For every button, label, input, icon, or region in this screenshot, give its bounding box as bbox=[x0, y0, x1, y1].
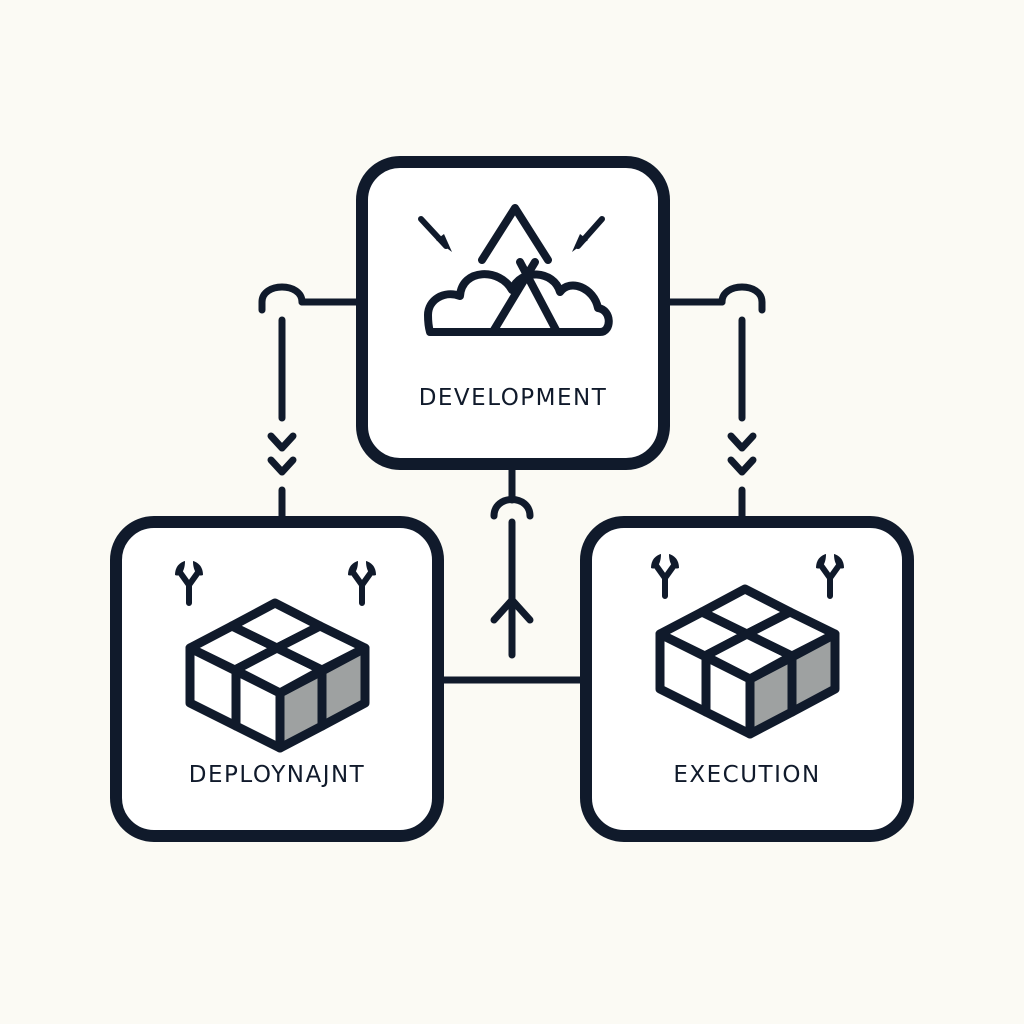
development-node bbox=[356, 156, 670, 470]
connector-dev-to-deploy-hook bbox=[258, 283, 306, 314]
arrowhead-right bbox=[572, 234, 588, 252]
chevron-down-icon-right bbox=[731, 436, 753, 472]
deployment-node bbox=[110, 516, 444, 842]
connector-center-hook bbox=[490, 496, 534, 520]
chevron-down-icon-left bbox=[271, 436, 293, 472]
execution-node bbox=[580, 516, 914, 842]
cloud-mountain-icon bbox=[424, 204, 613, 336]
execution-label: EXECUTION bbox=[673, 762, 821, 788]
development-label: DEVELOPMENT bbox=[418, 385, 608, 411]
arrowhead-left bbox=[436, 234, 452, 252]
deployment-label: DEPLOYNAJNT bbox=[188, 762, 366, 788]
arrow-up-icon bbox=[490, 594, 534, 624]
connector-dev-to-exec-hook bbox=[718, 283, 766, 314]
connector-lines bbox=[258, 283, 766, 684]
